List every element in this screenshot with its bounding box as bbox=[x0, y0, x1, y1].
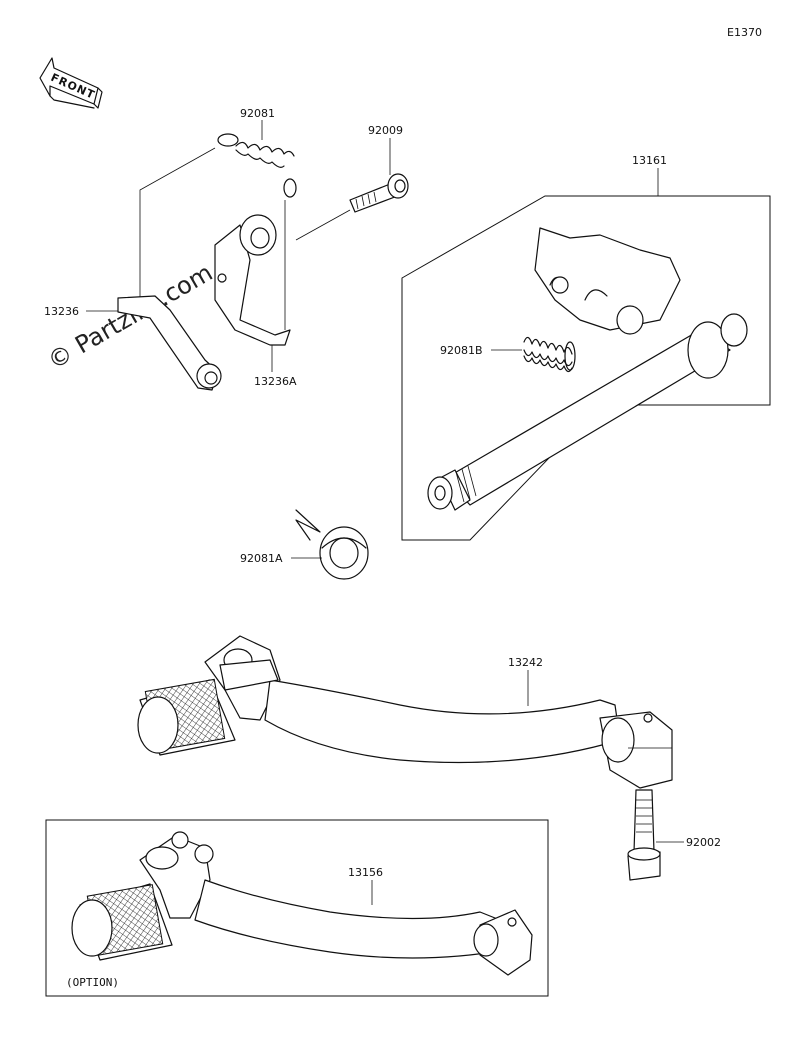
label-92081: 92081 bbox=[240, 107, 275, 120]
label-13242: 13242 bbox=[508, 656, 543, 669]
spring-92081A bbox=[295, 509, 369, 580]
spring-92081 bbox=[217, 133, 297, 198]
spring-92081B bbox=[523, 336, 576, 373]
diagram-code: E1370 bbox=[727, 26, 762, 39]
shift-pedal-13242 bbox=[137, 635, 673, 789]
front-arrow-icon bbox=[39, 57, 103, 109]
label-92009: 92009 bbox=[368, 124, 403, 137]
label-92002: 92002 bbox=[686, 836, 721, 849]
shift-shaft-13161 bbox=[427, 227, 748, 511]
bracket-13236A bbox=[214, 214, 291, 346]
leader-line bbox=[139, 147, 216, 300]
bolt-92009 bbox=[349, 173, 409, 213]
label-92081B: 92081B bbox=[440, 344, 483, 357]
label-13236A: 13236A bbox=[254, 375, 297, 388]
option-box bbox=[45, 819, 549, 997]
shift-arm-13236 bbox=[117, 295, 222, 391]
option-label: (OPTION) bbox=[66, 976, 119, 989]
label-13161: 13161 bbox=[632, 154, 667, 167]
label-13236: 13236 bbox=[44, 305, 79, 318]
label-92081A: 92081A bbox=[240, 552, 283, 565]
shift-pedal-13156 bbox=[71, 831, 533, 976]
leader-line bbox=[295, 209, 351, 241]
assembly-box-13161 bbox=[401, 195, 771, 541]
bolt-92002 bbox=[627, 789, 661, 881]
label-13156: 13156 bbox=[348, 866, 383, 879]
